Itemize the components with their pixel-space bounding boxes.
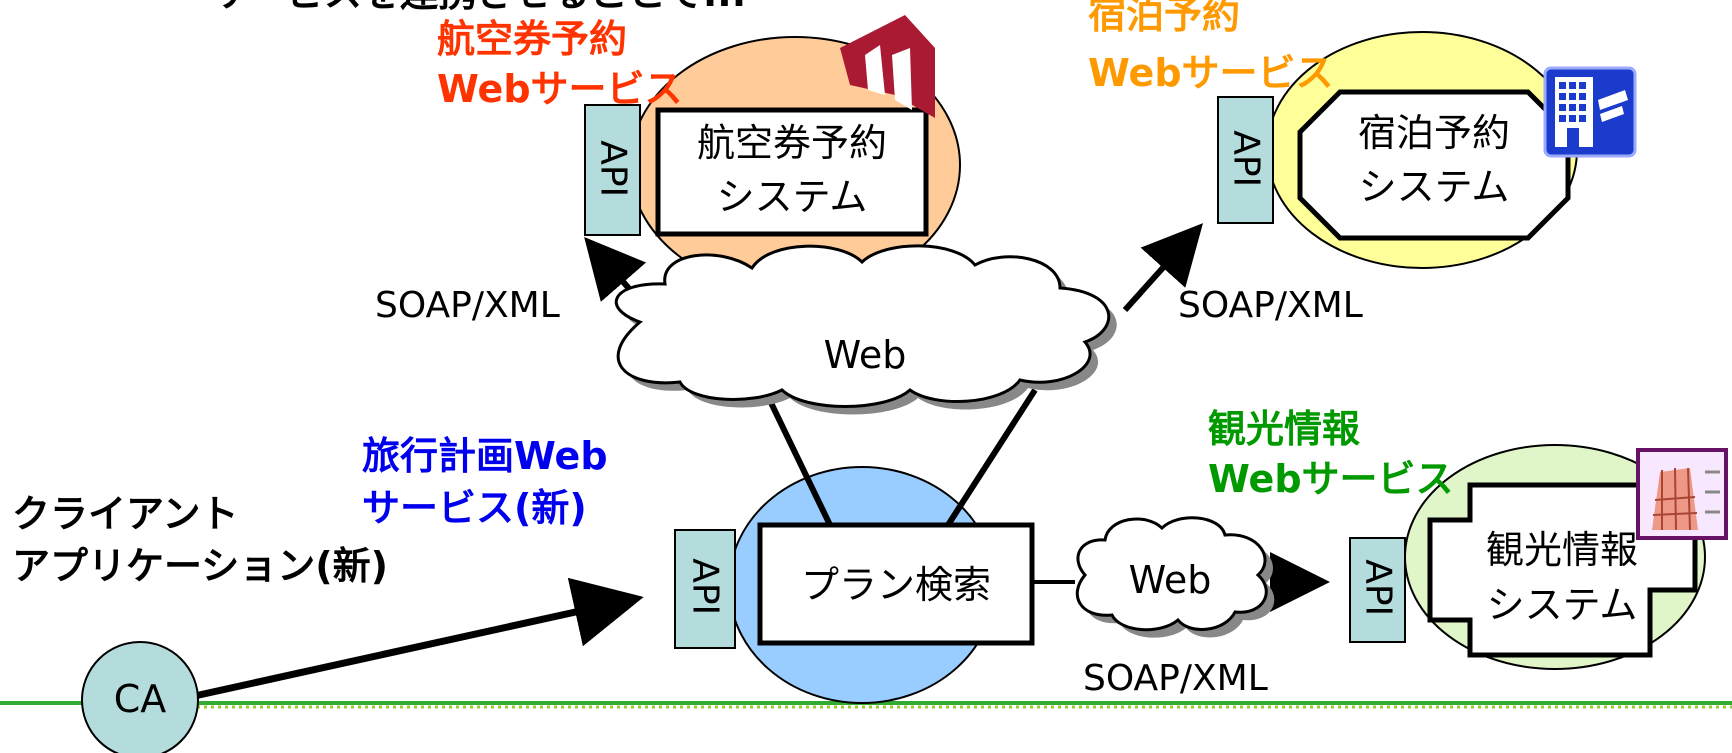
arrow-to-hotel-api (1122, 223, 1204, 313)
client-node-label: CA (113, 677, 167, 721)
web-cloud-small-label: Web (1128, 558, 1212, 602)
sight-api-box[interactable] (1349, 537, 1406, 643)
protocol-label-left: SOAP/XML (375, 285, 560, 326)
travel-system-label: プラン検索 (800, 563, 991, 607)
travel-system-box[interactable] (757, 522, 1035, 646)
link-cloud-to-planner-left (757, 378, 833, 527)
sight-system-label-line1: 観光情報 (1485, 528, 1638, 572)
header-fragment: サービスを連携させることで... (210, 0, 746, 16)
travel-api-box[interactable] (674, 529, 736, 649)
sight-system-label-line2: システム (1486, 583, 1638, 627)
travel-api-label: API (684, 558, 726, 616)
client-node-circle[interactable] (81, 641, 199, 753)
protocol-label-bottom: SOAP/XML (1083, 658, 1268, 699)
sight-api-label: API (1357, 559, 1399, 617)
air-system-label-line2: システム (716, 175, 868, 219)
web-cloud-main-label: Web (823, 333, 907, 377)
airline-logo-icon (840, 15, 935, 118)
air-api-box[interactable] (584, 104, 641, 236)
web-cloud-small[interactable] (1075, 516, 1268, 632)
hotel-building-icon (1543, 66, 1637, 158)
air-service-caption-line1: 航空券予約 (437, 17, 628, 61)
client-caption-line2: アプリケーション(新) (12, 544, 388, 588)
arrow-client-to-travel-api (189, 577, 644, 701)
hotel-system-octagon[interactable] (1297, 89, 1571, 241)
travel-service-caption-line2: サービス(新) (362, 486, 587, 530)
leaning-tower-icon (1636, 448, 1728, 540)
link-cloud-to-planner-right (945, 388, 1038, 527)
hotel-system-label-line2: システム (1358, 165, 1510, 209)
sight-service-caption-line1: 観光情報 (1208, 407, 1361, 451)
air-system-box[interactable] (655, 107, 929, 237)
sight-service-caption-line2: Webサービス (1208, 457, 1454, 501)
hotel-system-label-line1: 宿泊予約 (1357, 111, 1510, 155)
hotel-api-label: API (1225, 130, 1267, 188)
hotel-api-box[interactable] (1217, 96, 1274, 224)
hotel-service-caption-line2: Webサービス (1088, 51, 1334, 95)
air-system-label-line1: 航空券予約 (696, 121, 887, 165)
air-service-caption-line2: Webサービス (437, 67, 683, 111)
web-cloud-main[interactable] (614, 244, 1111, 408)
air-api-label: API (592, 140, 634, 198)
protocol-label-right: SOAP/XML (1178, 285, 1363, 326)
travel-service-caption-line1: 旅行計画Web (362, 434, 608, 478)
hotel-service-caption-line1: 宿泊予約 (1088, 0, 1241, 37)
client-caption-line1: クライアント (12, 492, 239, 536)
